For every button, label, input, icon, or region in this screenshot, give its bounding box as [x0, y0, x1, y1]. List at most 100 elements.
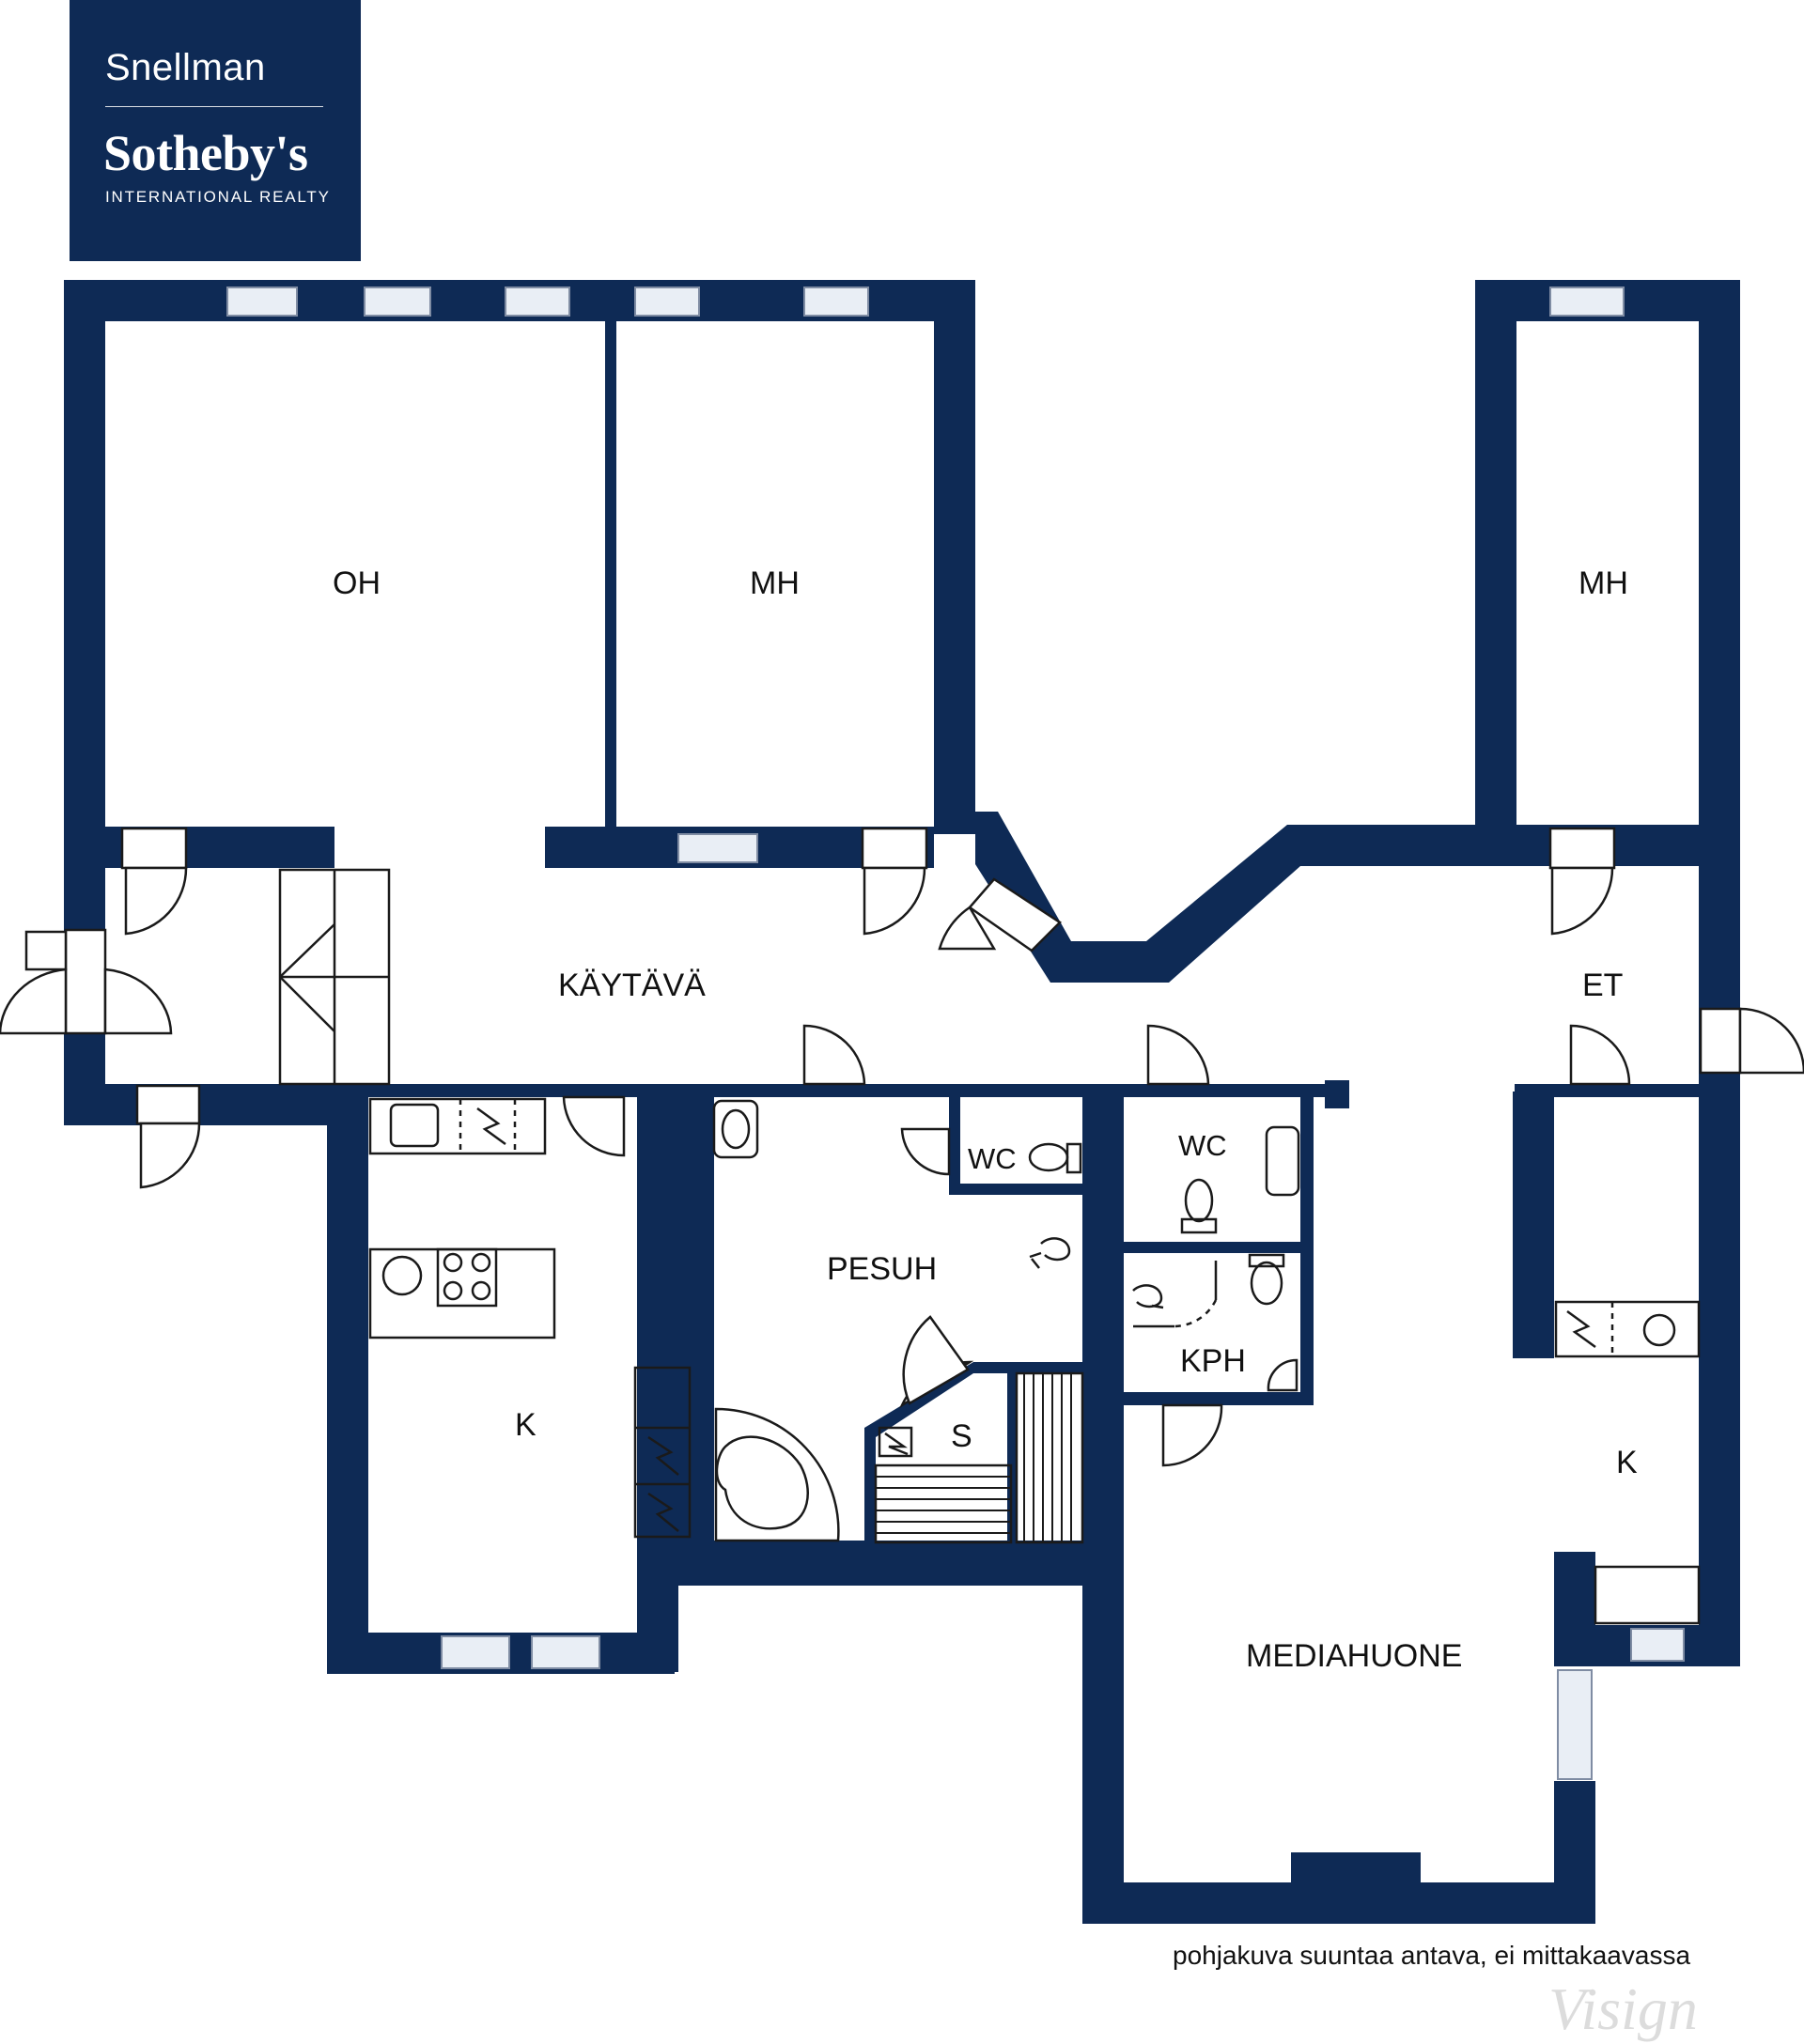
toilet-tank	[1180, 1217, 1218, 1234]
wall-kitchen-left	[327, 1084, 368, 1674]
sink-icon	[389, 1103, 440, 1148]
wall-pesuh-right	[1082, 1084, 1124, 1586]
room-label-kph: KPH	[1180, 1343, 1246, 1379]
right-bath-fixtures	[1132, 1125, 1300, 1392]
kitchen-fixtures	[368, 1097, 692, 1539]
door-swing-icon	[562, 1095, 626, 1157]
room-label-pesuh: PESUH	[827, 1251, 937, 1287]
window	[677, 833, 758, 863]
door-swing-icon	[1550, 866, 1614, 936]
right-kitchen-fixtures	[1554, 1300, 1701, 1625]
stove-burner	[443, 1252, 463, 1273]
wall-media-niche	[1291, 1852, 1421, 1886]
brand-logo: Snellman Sotheby's INTERNATIONAL REALTY	[70, 0, 361, 261]
wall-mh-right	[934, 280, 975, 834]
wall-stub-1412	[1325, 1080, 1349, 1108]
door-swing-icon	[103, 968, 173, 1035]
room-label-oh: OH	[333, 565, 381, 601]
door-swing-icon	[1738, 1007, 1804, 1075]
appliance	[1594, 1565, 1701, 1625]
washbasin-icon	[1265, 1125, 1300, 1197]
room-label-wc-left: WC	[968, 1142, 1017, 1175]
sink-icon	[381, 1255, 423, 1296]
shower-door	[1174, 1299, 1218, 1328]
sink-icon	[1642, 1313, 1676, 1347]
door-swing-icon	[139, 1122, 201, 1189]
door-swing-icon	[968, 877, 1062, 952]
window	[441, 1635, 510, 1669]
wall-media-left	[1082, 1586, 1124, 1924]
washbasin-icon	[712, 1099, 759, 1159]
room-label-wc-right: WC	[1178, 1129, 1227, 1162]
door-swing-icon	[124, 866, 188, 936]
room-label-et: ET	[1582, 968, 1623, 1003]
stair-line	[279, 976, 335, 1032]
wall-right-mh-left	[1475, 280, 1516, 834]
brand-divider	[105, 106, 323, 107]
electric-heater-icon	[647, 1435, 679, 1476]
door-frame	[1699, 1007, 1742, 1075]
bathtub-inner	[715, 1435, 809, 1530]
door-swing-icon	[900, 1127, 951, 1176]
electric-heater-icon	[476, 1107, 506, 1146]
washbasin-icon	[1267, 1358, 1299, 1392]
door-swing-icon	[863, 866, 926, 936]
wall-media-bottom	[1082, 1882, 1595, 1924]
shower-icon	[1029, 1237, 1071, 1269]
door-frame	[1548, 827, 1616, 870]
disclaimer-text: pohjakuva suuntaa antava, ei mittakaavas…	[1173, 1941, 1691, 1970]
stove-icon	[436, 1247, 498, 1308]
toilet-icon	[1250, 1261, 1283, 1306]
bath-fixtures	[712, 1099, 1084, 1544]
shower-icon	[1132, 1284, 1164, 1309]
wall-kitchen-right	[637, 1084, 714, 1582]
wall-sauna-divider	[1007, 1373, 1017, 1542]
brand-sub-text: INTERNATIONAL REALTY	[105, 188, 331, 206]
door-frame	[64, 928, 107, 1035]
door-swing-icon	[1146, 1024, 1210, 1086]
sauna-bench-icon	[874, 1463, 1013, 1544]
brand-main-text: Sotheby's	[103, 125, 308, 181]
brand-top-text: Snellman	[105, 47, 266, 88]
toilet-tank	[1065, 1142, 1082, 1174]
stove-burner	[471, 1252, 491, 1273]
door-swing-icon	[24, 930, 68, 971]
windows	[226, 286, 1685, 1780]
room-labels: OH MH MH KÄYTÄVÄ ET K PESUH WC WC KPH S …	[333, 565, 1638, 1674]
door-swing-icon	[802, 1024, 866, 1086]
toilet-tank	[1248, 1253, 1285, 1268]
room-label-mediahuone: MEDIAHUONE	[1246, 1638, 1462, 1674]
walls	[64, 280, 1740, 1924]
wall-wcr-bottom	[1124, 1242, 1300, 1253]
window	[364, 286, 431, 317]
wall-diagonal	[975, 812, 1705, 983]
electric-heater-icon	[1566, 1309, 1596, 1349]
wall-right-outer	[1699, 280, 1740, 1666]
sauna-bench-icon	[1015, 1371, 1084, 1544]
room-label-k-left: K	[515, 1407, 537, 1443]
wall-wcr-right	[1300, 1084, 1314, 1403]
washbasin-bowl	[721, 1108, 751, 1150]
wall-oh-mh-divider	[605, 321, 616, 828]
door-swing-icon	[1161, 1403, 1223, 1467]
window	[1630, 1628, 1685, 1662]
room-label-mh-left: MH	[750, 565, 800, 601]
wall-pesuh-bottom	[675, 1541, 1122, 1586]
wall-corridor-bottom	[331, 1084, 1325, 1097]
stair-line	[279, 923, 335, 978]
door-swing-icon	[938, 906, 997, 951]
window	[505, 286, 570, 317]
stairs	[278, 868, 391, 1086]
window	[1557, 1669, 1593, 1780]
window	[531, 1635, 600, 1669]
window	[634, 286, 700, 317]
sauna-heater	[878, 1426, 913, 1458]
window	[803, 286, 869, 317]
stove-burner	[471, 1280, 491, 1301]
wall-media-right-lower	[1554, 1781, 1595, 1922]
room-label-k-right: K	[1616, 1445, 1638, 1480]
door-swing-icon	[0, 968, 68, 1035]
electric-heater-icon	[647, 1492, 679, 1532]
wall-kph-bottom	[1124, 1392, 1314, 1405]
